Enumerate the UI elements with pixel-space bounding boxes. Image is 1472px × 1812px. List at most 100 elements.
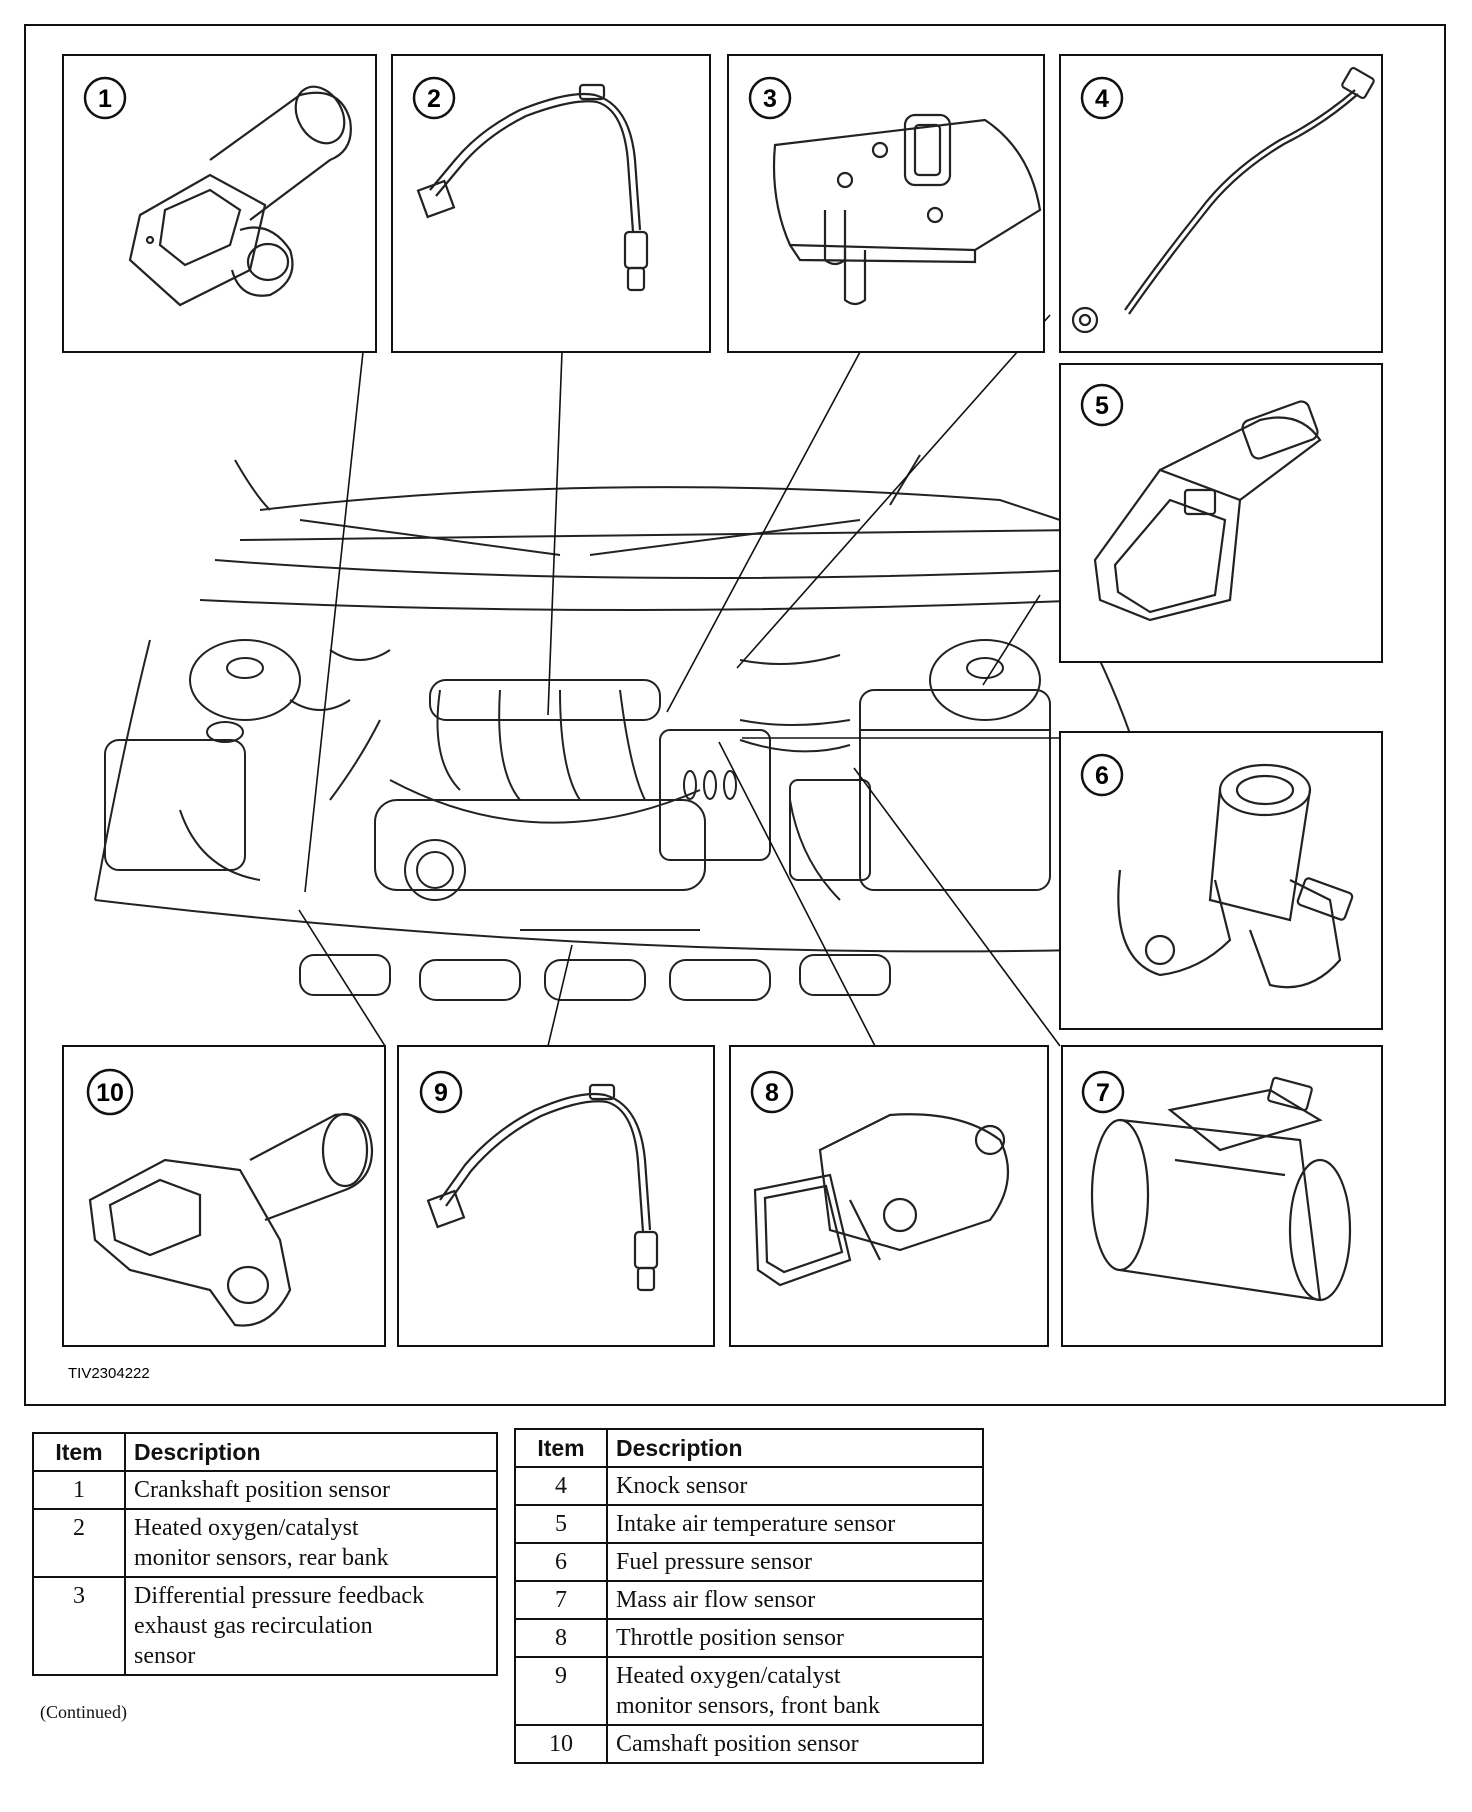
panel-6: 6 — [1059, 731, 1383, 1030]
leader-10 — [298, 909, 386, 1047]
description-line: monitor sensors, front bank — [616, 1693, 880, 1719]
iat-sensor-drawing — [1093, 400, 1322, 622]
legend-row-6: 6 Fuel pressure sensor — [514, 1542, 984, 1582]
callout-badge-1 — [83, 76, 127, 120]
legend-row-2: 2 Heated oxygen/catalyst monitor sensors… — [32, 1508, 498, 1578]
item-number: 10 — [514, 1724, 608, 1764]
callout-label-9: 9 — [434, 1079, 448, 1107]
item-number: 6 — [514, 1542, 608, 1582]
panel-2: 2 — [391, 54, 711, 353]
description-line: Intake air temperature sensor — [616, 1511, 896, 1537]
description-line: Heated oxygen/catalyst — [134, 1515, 359, 1541]
callout-badge-8 — [750, 1070, 794, 1114]
header-description: Description — [606, 1428, 984, 1468]
engine-sensor-diagram: 1 2 3 — [24, 24, 1446, 1406]
legend-row-9: 9 Heated oxygen/catalyst monitor sensors… — [514, 1656, 984, 1726]
item-number: 3 — [32, 1576, 126, 1676]
egr-sensor-drawing — [772, 113, 1042, 306]
panel-1: 1 — [62, 54, 377, 353]
continued-note: (Continued) — [40, 1702, 127, 1722]
item-number: 4 — [514, 1466, 608, 1506]
item-description: Heated oxygen/catalyst monitor sensors, … — [124, 1508, 498, 1578]
engine-bay-illustration — [94, 454, 1151, 1001]
item-number: 5 — [514, 1504, 608, 1544]
throttle-position-sensor-drawing — [753, 1113, 1010, 1287]
leader-9 — [547, 944, 573, 1047]
callout-label-10: 10 — [96, 1079, 124, 1107]
description-line: monitor sensors, rear bank — [134, 1545, 389, 1571]
callout-label-7: 7 — [1096, 1079, 1110, 1107]
callout-badge-9 — [419, 1070, 463, 1114]
callout-label-6: 6 — [1095, 762, 1109, 790]
description-line: Throttle position sensor — [616, 1625, 844, 1651]
legend-table-left: Item Description 1 Crankshaft position s… — [32, 1432, 498, 1676]
description-line: sensor — [134, 1643, 196, 1669]
fuel-pressure-sensor-drawing — [1117, 763, 1354, 989]
item-description: Differential pressure feedback exhaust g… — [124, 1576, 498, 1676]
callout-label-1: 1 — [98, 85, 112, 113]
legend-row-4: 4 Knock sensor — [514, 1466, 984, 1506]
description-line: Knock sensor — [616, 1473, 748, 1499]
callout-label-8: 8 — [765, 1079, 779, 1107]
callout-badge-5 — [1080, 383, 1124, 427]
callout-badge-3 — [748, 76, 792, 120]
legend-row-10: 10 Camshaft position sensor — [514, 1724, 984, 1764]
callout-badge-2 — [412, 76, 456, 120]
legend-table-right: Item Description 4 Knock sensor 5 Intake… — [514, 1428, 984, 1764]
item-description: Heated oxygen/catalyst monitor sensors, … — [606, 1656, 984, 1726]
item-number: 9 — [514, 1656, 608, 1726]
legend-header-row: Item Description — [32, 1432, 498, 1472]
leader-5 — [982, 594, 1041, 686]
crankshaft-sensor-drawing — [128, 85, 352, 307]
figure-code: TIV2304222 — [68, 1365, 150, 1382]
item-description: Throttle position sensor — [606, 1618, 984, 1658]
callout-badge-4 — [1080, 76, 1124, 120]
panel-5: 5 — [1059, 363, 1383, 663]
description-line: Mass air flow sensor — [616, 1587, 816, 1613]
leader-7 — [853, 767, 1061, 1047]
legend-row-3: 3 Differential pressure feedback exhaust… — [32, 1576, 498, 1676]
item-description: Intake air temperature sensor — [606, 1504, 984, 1544]
description-line: Differential pressure feedback — [134, 1583, 425, 1609]
callout-label-4: 4 — [1095, 85, 1109, 113]
callout-badge-10 — [86, 1068, 134, 1116]
item-description: Mass air flow sensor — [606, 1580, 984, 1620]
description-line: Crankshaft position sensor — [134, 1477, 390, 1503]
panel-9: 9 — [397, 1045, 715, 1347]
legend-row-1: 1 Crankshaft position sensor — [32, 1470, 498, 1510]
panel-8: 8 — [729, 1045, 1049, 1347]
callout-badge-7 — [1081, 1070, 1125, 1114]
item-number: 1 — [32, 1470, 126, 1510]
item-description: Fuel pressure sensor — [606, 1542, 984, 1582]
callout-label-2: 2 — [427, 85, 441, 113]
leader-8 — [718, 741, 876, 1047]
legend-header-row: Item Description — [514, 1428, 984, 1468]
knock-sensor-drawing — [1071, 66, 1375, 334]
item-description: Crankshaft position sensor — [124, 1470, 498, 1510]
panel-7: 7 — [1061, 1045, 1383, 1347]
leader-1 — [304, 351, 364, 893]
maf-sensor-drawing — [1090, 1076, 1352, 1302]
item-number: 7 — [514, 1580, 608, 1620]
callout-label-3: 3 — [763, 85, 777, 113]
legend-row-8: 8 Throttle position sensor — [514, 1618, 984, 1658]
panel-10: 10 — [62, 1045, 386, 1347]
description-line: Camshaft position sensor — [616, 1731, 859, 1757]
leader-lines — [298, 314, 1061, 1047]
item-description: Camshaft position sensor — [606, 1724, 984, 1764]
leader-2 — [547, 351, 563, 716]
oxygen-sensor-rear-drawing — [416, 83, 649, 292]
callout-badge-6 — [1080, 753, 1124, 797]
item-number: 8 — [514, 1618, 608, 1658]
leader-3 — [666, 351, 861, 713]
leader-4 — [736, 314, 1051, 669]
oxygen-sensor-front-drawing — [426, 1083, 659, 1292]
callout-label-5: 5 — [1095, 392, 1109, 420]
panel-4: 4 — [1059, 54, 1383, 353]
header-description: Description — [124, 1432, 498, 1472]
legend-row-7: 7 Mass air flow sensor — [514, 1580, 984, 1620]
camshaft-sensor-drawing — [88, 1112, 374, 1327]
panel-3: 3 — [727, 54, 1045, 353]
description-line: Fuel pressure sensor — [616, 1549, 812, 1575]
item-description: Knock sensor — [606, 1466, 984, 1506]
